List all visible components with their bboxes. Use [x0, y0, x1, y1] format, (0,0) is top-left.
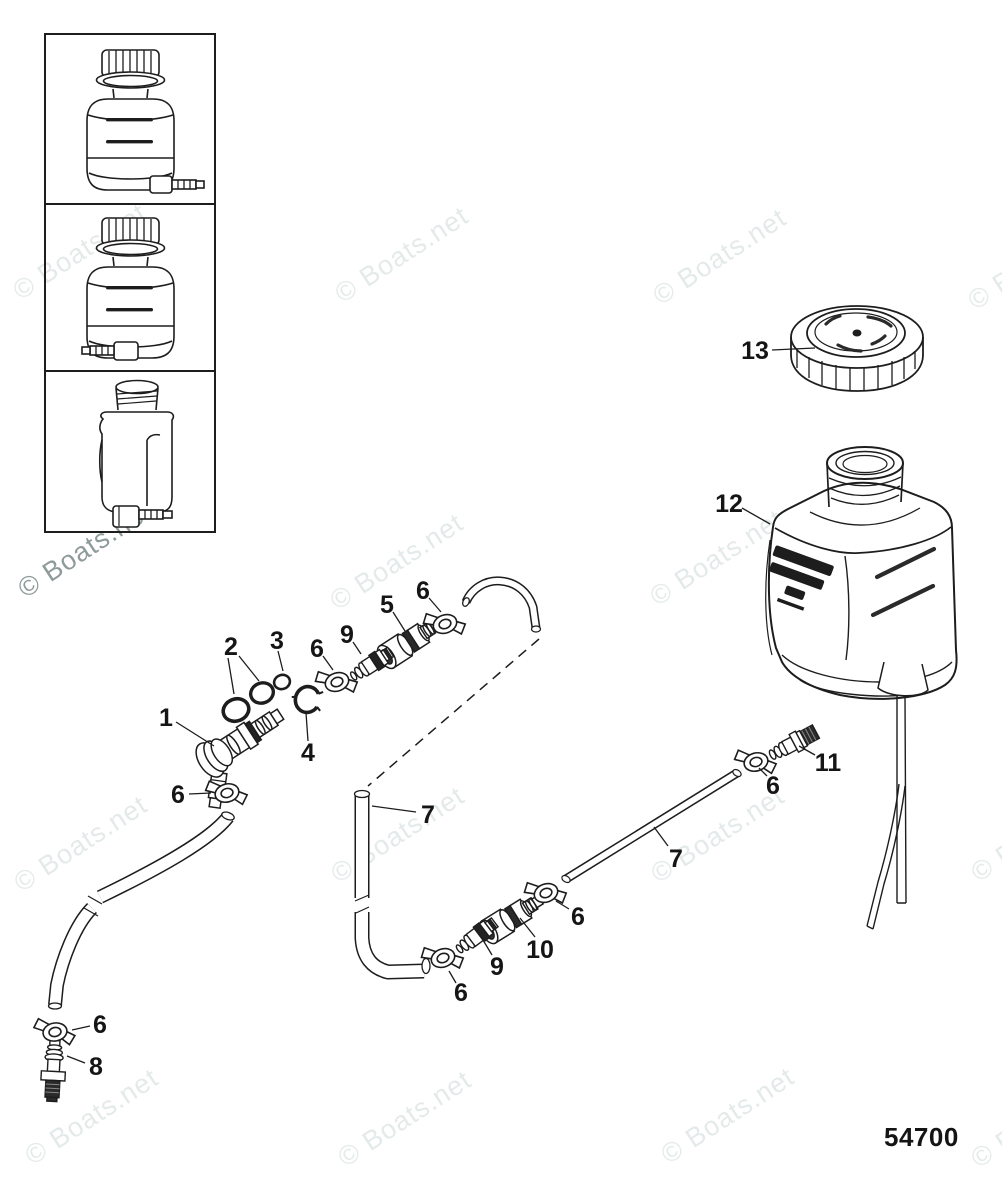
callout-1: 1: [159, 704, 173, 732]
hose-bottom-left: [47, 811, 235, 1010]
assembly-dashed-line: [367, 638, 540, 787]
e-clip-4: [291, 684, 324, 715]
reference-panels: [44, 33, 216, 533]
callout-8: 8: [89, 1053, 103, 1081]
callout-6e: 6: [571, 903, 585, 931]
diagram-number: 54700: [884, 1122, 959, 1152]
callout-7a: 7: [421, 801, 435, 829]
hose-top-curved: [461, 576, 542, 633]
callout-6b: 6: [310, 635, 324, 663]
panel-bottle-mid-view: [81, 217, 175, 361]
callout-4: 4: [301, 739, 315, 767]
reservoir-cap: [790, 305, 924, 392]
callout-6f: 6: [454, 979, 468, 1007]
callout-9a: 9: [340, 621, 354, 649]
callout-11: 11: [815, 749, 842, 777]
panel-bottle-top-view: [86, 49, 205, 194]
o-ring-2a: [221, 696, 251, 724]
callout-6g: 6: [93, 1011, 107, 1039]
fitting-8: [40, 1039, 67, 1103]
fitting-11: [768, 724, 821, 760]
callout-6a: 6: [171, 781, 185, 809]
o-ring-2b: [248, 681, 276, 705]
callout-5: 5: [380, 591, 394, 619]
callout-7b: 7: [669, 845, 683, 873]
callout-13: 13: [741, 337, 769, 365]
callout-10: 10: [526, 936, 554, 964]
hose-vertical-7: [353, 789, 431, 980]
hose-long-tube-7: [561, 768, 742, 884]
callout-12: 12: [715, 490, 743, 518]
panel-bottle-bottom-view: [98, 379, 175, 528]
hose-clamp-6b: [311, 659, 361, 704]
leader-lines: [66, 347, 816, 1064]
callout-6d: 6: [766, 772, 780, 800]
callout-2: 2: [224, 633, 238, 661]
o-ring-3: [272, 673, 292, 691]
reservoir-body: [765, 446, 958, 930]
callout-numbers: 1 2 3 4 5 6 6 9 6 7 7 6 11 6 10 9 6 6 8 …: [89, 337, 841, 1081]
reservoir-label-print: [769, 545, 834, 611]
callout-6c: 6: [416, 577, 430, 605]
callout-9b: 9: [490, 953, 504, 981]
callout-3: 3: [270, 627, 284, 655]
